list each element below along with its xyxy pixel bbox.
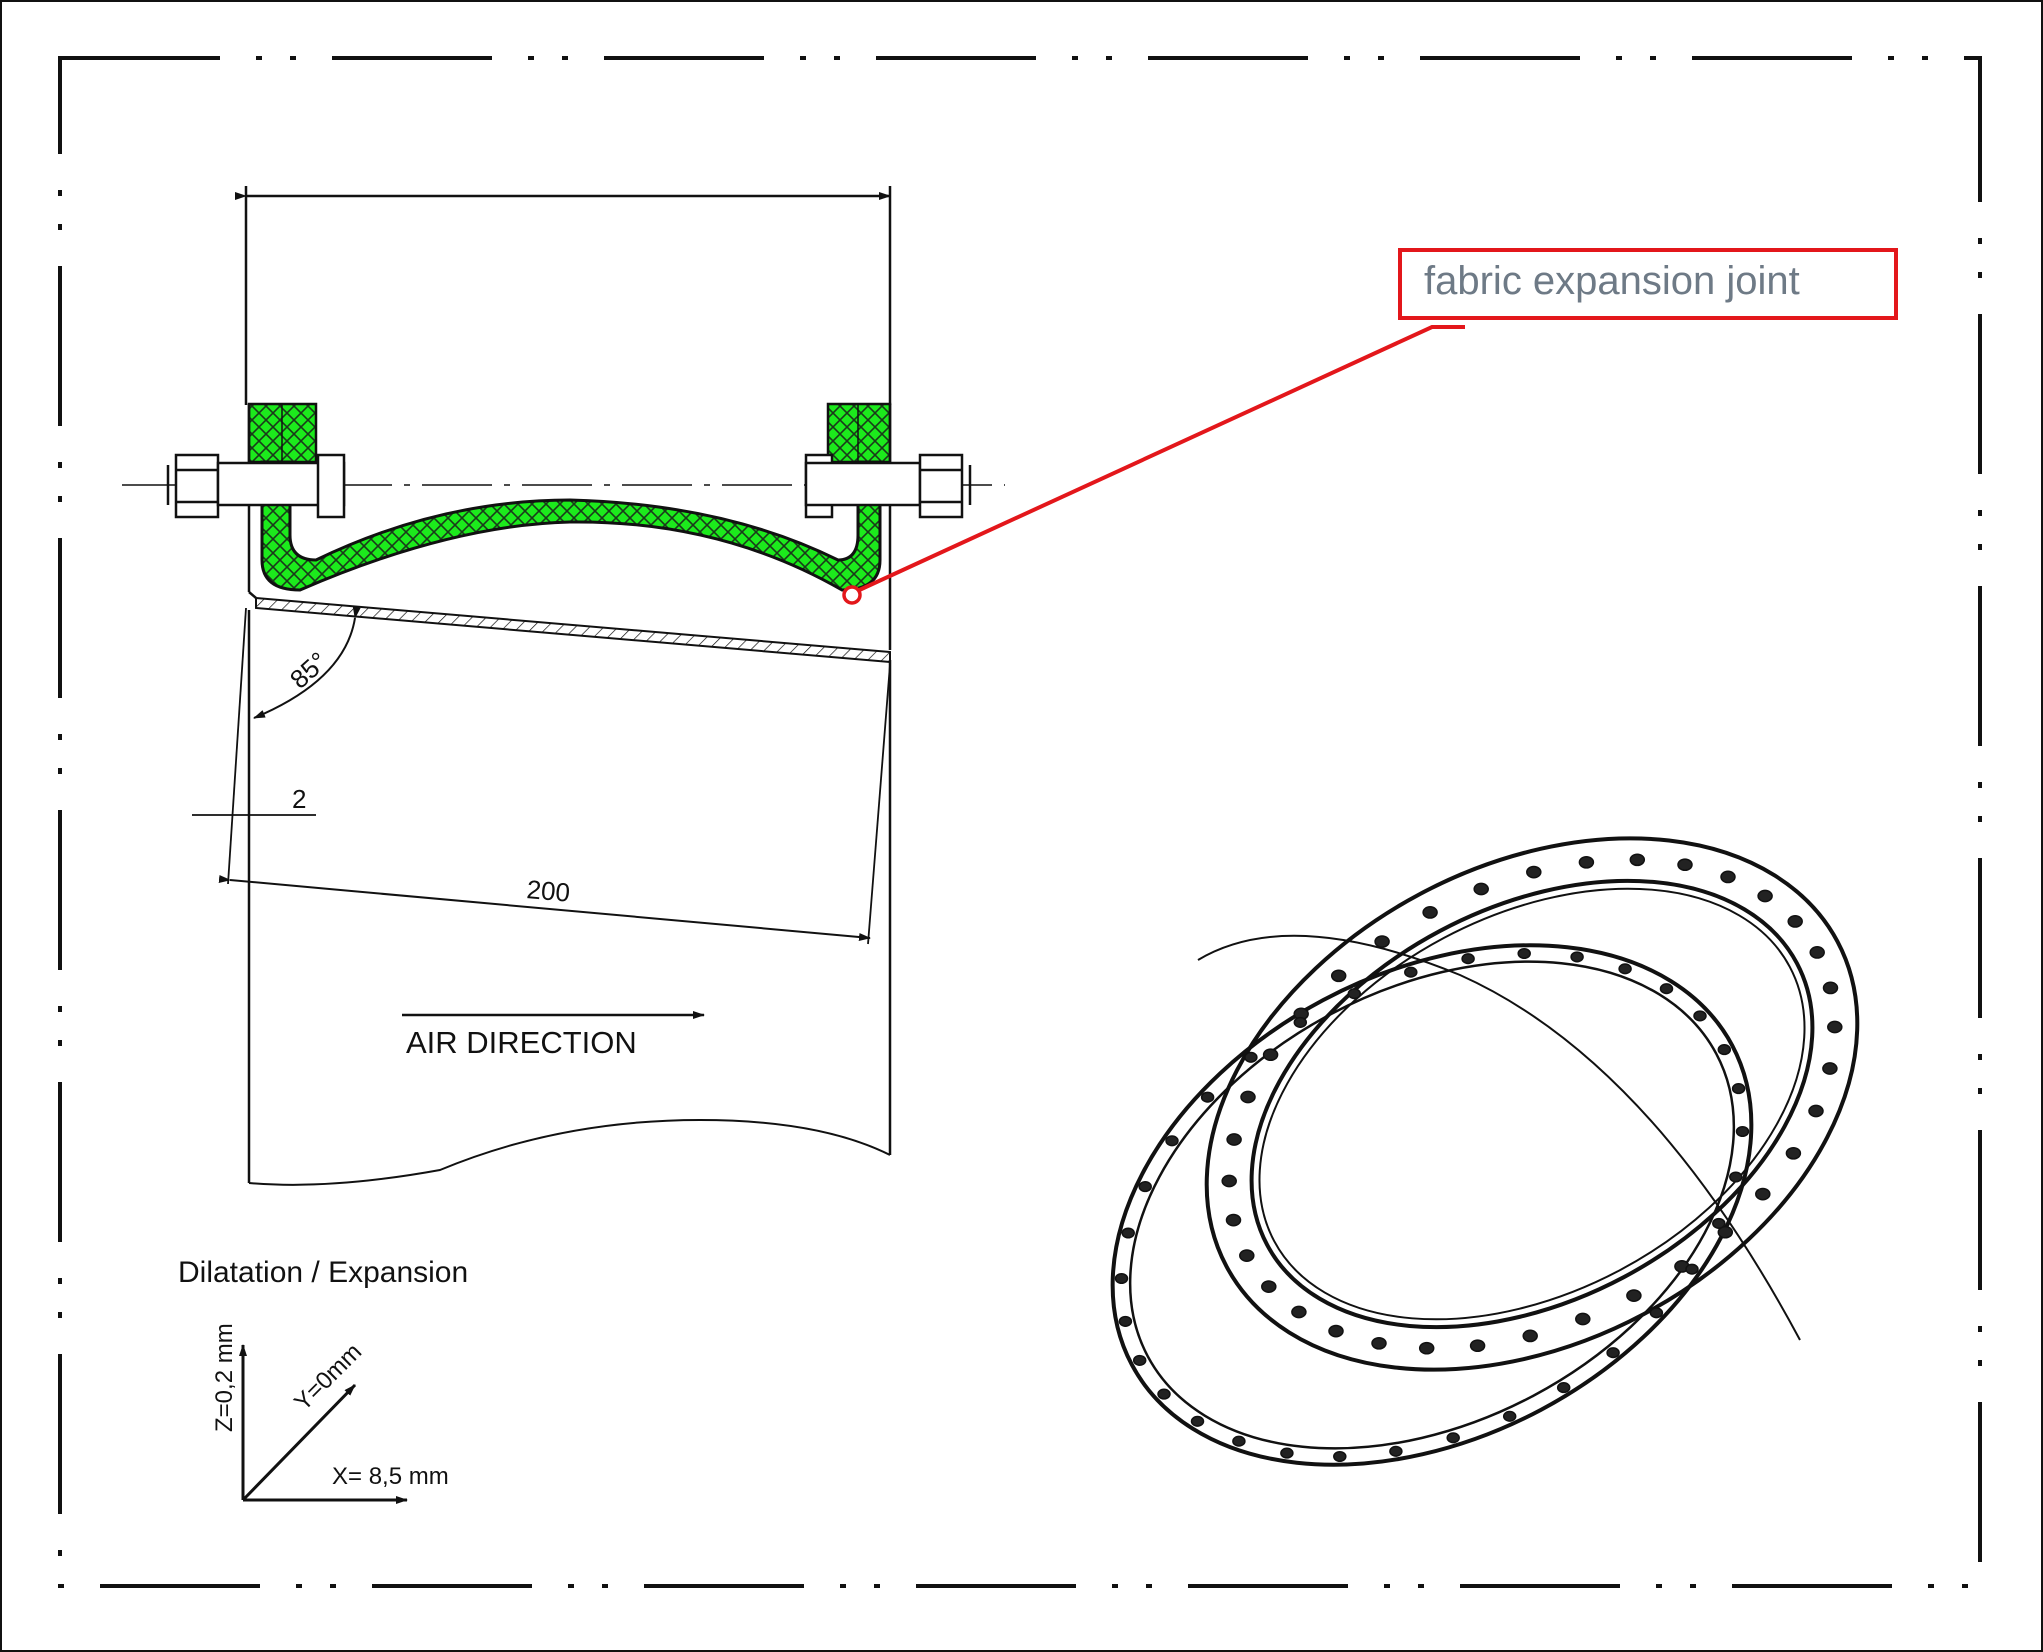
fabric-belt	[260, 460, 882, 592]
bolt-hole	[1165, 1135, 1179, 1147]
bolt-hole	[1712, 1217, 1726, 1229]
hex-bolt-icon	[804, 453, 972, 519]
bolt-hole	[1755, 1187, 1771, 1201]
bolt-hole	[1244, 1051, 1258, 1063]
bolt-hole	[1347, 988, 1362, 1000]
bolt-hole	[1262, 1048, 1279, 1062]
bolt-hole	[1232, 1435, 1246, 1447]
bolt-hole	[1118, 1315, 1133, 1327]
length-dimension	[218, 875, 871, 941]
bolt-hole	[1371, 1336, 1387, 1350]
air-direction-label: AIR DIRECTION	[406, 1025, 637, 1060]
bolt-hole	[1757, 889, 1773, 903]
bolt-hole	[1473, 882, 1489, 896]
bolt-hole	[1787, 915, 1803, 928]
bolt-hole	[1677, 858, 1693, 872]
bolt-hole	[1626, 1289, 1642, 1302]
bolt-hole	[1729, 1171, 1743, 1183]
bolt-hole	[1291, 1305, 1307, 1319]
bolt-hole	[1293, 1016, 1308, 1028]
bolt-hole	[1618, 963, 1632, 975]
length-label: 200	[525, 874, 571, 908]
y-axis-label: Y=0mm	[289, 1338, 367, 1416]
bolt-hole	[1717, 1044, 1732, 1056]
bolt-hole	[1404, 966, 1418, 978]
expansion-axes	[239, 1344, 408, 1504]
joint-section-view	[122, 186, 1005, 1186]
bolt-hole	[1731, 1083, 1746, 1095]
bolt-hole	[1685, 1263, 1699, 1275]
hex-bolt-icon	[166, 453, 346, 519]
bolt-hole	[1221, 1174, 1237, 1188]
bolt-hole	[1556, 1382, 1571, 1394]
bolt-hole	[1114, 1272, 1129, 1285]
bolt-hole	[1190, 1415, 1205, 1427]
bolt-hole	[1374, 935, 1390, 948]
angle-label: 85°	[284, 646, 333, 695]
bolt-hole	[1717, 1225, 1734, 1239]
angle-dimension-arc	[253, 606, 361, 719]
bolt-hole	[1629, 853, 1646, 867]
bolt-hole	[1693, 1010, 1707, 1022]
bolt-hole	[1526, 865, 1542, 879]
bolt-hole	[1809, 946, 1825, 959]
right-flange-top	[826, 402, 892, 464]
z-axis-label: Z=0,2 mm	[211, 1323, 238, 1432]
bolt-hole	[1735, 1125, 1750, 1138]
bolt-hole	[1822, 1062, 1838, 1075]
bolt-hole	[1240, 1090, 1256, 1104]
dash-dot-frame	[58, 56, 1982, 1588]
bolt-hole	[1461, 953, 1475, 965]
bolt-hole	[1446, 1432, 1460, 1444]
bolt-hole	[1570, 951, 1584, 963]
thickness-label: 2	[292, 784, 306, 814]
bolt-hole	[1502, 1410, 1517, 1422]
bolt-hole	[1226, 1133, 1242, 1146]
bolt-hole	[1333, 1450, 1347, 1463]
bolt-hole	[1225, 1213, 1242, 1227]
bolt-hole	[1389, 1445, 1403, 1457]
bolt-hole	[1822, 981, 1839, 995]
bolt-hole	[1157, 1388, 1171, 1400]
bolt-hole	[1720, 870, 1736, 884]
flange-bolt-holes	[1114, 853, 1843, 1463]
bolt-hole	[1522, 1329, 1538, 1343]
bolt-hole	[1808, 1104, 1824, 1118]
bolt-hole	[1649, 1307, 1664, 1319]
callout-leader	[842, 325, 1465, 605]
bolt-hole	[1827, 1020, 1843, 1034]
bolt-hole	[1200, 1091, 1215, 1103]
bolt-hole	[1328, 1324, 1344, 1338]
flange-ring-isometric	[1110, 836, 1860, 1467]
bolt-hole	[1606, 1347, 1620, 1359]
bolt-hole	[1575, 1312, 1591, 1326]
bolt-hole	[1138, 1181, 1152, 1193]
bolt-hole	[1330, 969, 1347, 983]
x-axis-label: X= 8,5 mm	[332, 1463, 449, 1490]
duct-wall-plate	[255, 596, 891, 664]
callout-box	[1398, 248, 1898, 320]
bolt-hole	[1132, 1354, 1147, 1366]
bolt-hole	[1422, 906, 1438, 919]
bolt-hole	[1261, 1280, 1277, 1293]
bolt-hole	[1280, 1447, 1294, 1459]
expansion-title: Dilatation / Expansion	[178, 1256, 468, 1289]
bolt-hole	[1418, 1341, 1435, 1355]
bolt-hole	[1469, 1339, 1486, 1353]
bolt-hole	[1517, 947, 1531, 960]
bolt-hole	[1785, 1146, 1802, 1160]
bolt-hole	[1239, 1249, 1255, 1262]
bolt-hole	[1121, 1227, 1135, 1239]
bolt-hole	[1578, 855, 1595, 869]
callout-label: fabric expansion joint	[1424, 259, 1800, 303]
bolt-hole	[1659, 983, 1674, 995]
